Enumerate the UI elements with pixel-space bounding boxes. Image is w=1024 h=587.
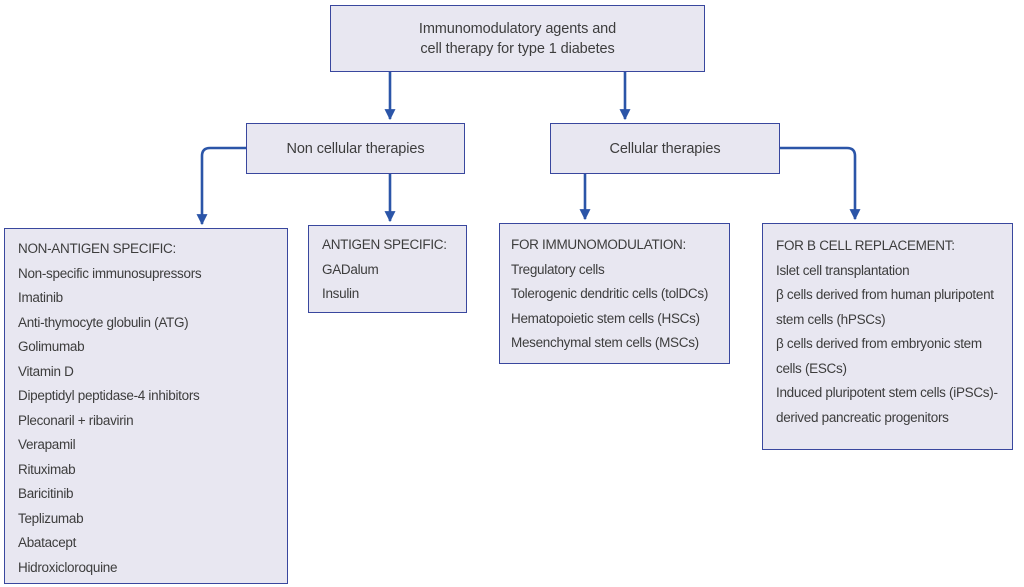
list-item: Hidroxicloroquine [18, 559, 118, 575]
connector-non-cellular-to-non-antigen [196, 146, 246, 226]
list-item: Anti-thymocyte globulin (ATG) [18, 314, 189, 330]
list-item: Insulin [322, 286, 359, 301]
list-item: Golimumab [18, 339, 85, 354]
root-label-line2: cell therapy for type 1 diabetes [420, 40, 615, 57]
b-cell-items: Islet cell transplantation β cells derive… [776, 259, 1006, 431]
list-item: Vitamin D [18, 363, 74, 379]
list-item: Islet cell transplantation [776, 262, 910, 278]
node-for-b-cell-replacement: FOR B CELL REPLACEMENT: Islet cell trans… [762, 223, 1013, 450]
node-non-antigen-specific: NON-ANTIGEN SPECIFIC: Non-specific immun… [4, 228, 288, 584]
list-item: Rituximab [18, 461, 76, 477]
non-cellular-label: Non cellular therapies [286, 140, 425, 157]
list-item: Verapamil [18, 437, 76, 452]
list-item: β cells derived from embryonic stem cell… [776, 336, 982, 376]
list-item: Tregulatory cells [511, 261, 605, 277]
list-item: β cells derived from human pluripotent s… [776, 287, 994, 327]
list-item: Pleconaril + ribavirin [18, 412, 134, 428]
list-item: Hematopoietic stem cells (HSCs) [511, 310, 700, 326]
list-item: Dipeptidyl peptidase-4 inhibitors [18, 388, 200, 403]
list-item: Baricitinib [18, 486, 74, 501]
antigen-title: ANTIGEN SPECIFIC: [322, 237, 447, 252]
list-item: Imatinib [18, 290, 63, 305]
list-item: Abatacept [18, 535, 77, 550]
connector-cellular-to-b-cell [780, 146, 861, 221]
non-antigen-title: NON-ANTIGEN SPECIFIC: [18, 241, 176, 256]
immunomodulation-title: FOR IMMUNOMODULATION: [511, 237, 686, 252]
list-item: GADalum [322, 261, 379, 277]
list-item: Tolerogenic dendritic cells (tolDCs) [511, 286, 709, 301]
root-label-line1: Immunomodulatory agents and [418, 20, 617, 37]
node-root: Immunomodulatory agents and cell therapy… [330, 5, 705, 72]
node-non-cellular-therapies: Non cellular therapies [246, 123, 465, 174]
list-item: Mesenchymal stem cells (MSCs) [511, 335, 699, 350]
cellular-label: Cellular therapies [609, 140, 721, 157]
b-cell-title: FOR B CELL REPLACEMENT: [776, 238, 955, 253]
list-item: Teplizumab [18, 510, 84, 526]
node-cellular-therapies: Cellular therapies [550, 123, 780, 174]
list-item: Induced pluripotent stem cells (iPSCs)-d… [776, 385, 998, 425]
list-item: Non-specific immunosupressors [18, 265, 202, 281]
